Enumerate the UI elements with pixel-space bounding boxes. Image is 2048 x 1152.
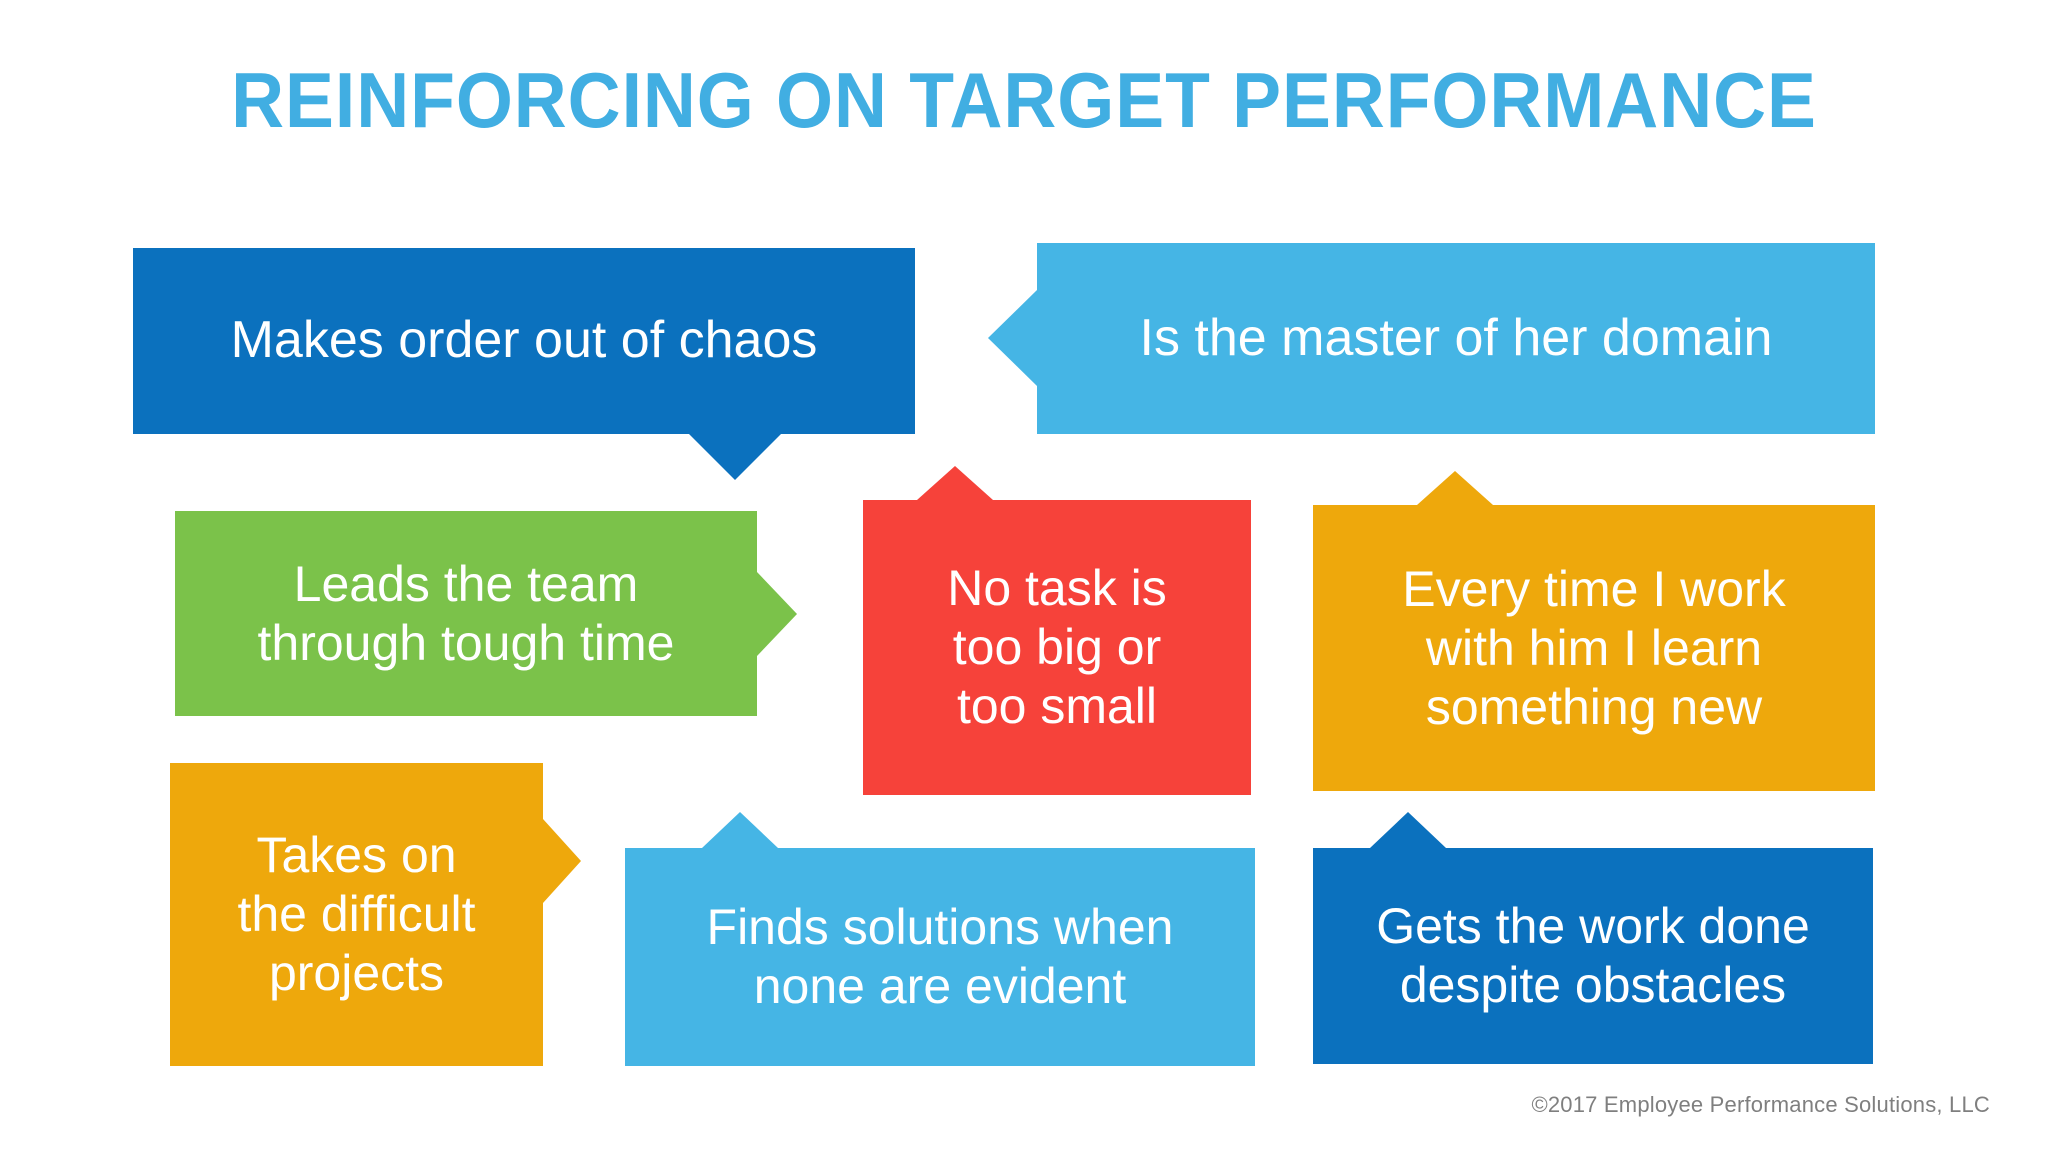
callout-tail-up-icon [1417,471,1493,505]
callout-tail-left-icon [988,290,1037,386]
callout-every-time-i-work-with-him[interactable]: Every time I work with him I learn somet… [1313,471,1875,791]
callout-tail-up-icon [917,466,993,500]
callout-label: Every time I work with him I learn somet… [1402,560,1786,735]
callout-takes-on-the-difficult-projects[interactable]: Takes on the difficult projects [170,763,581,1066]
callout-tail-down-icon [689,434,781,480]
callout-makes-order-out-of-chaos[interactable]: Makes order out of chaos [133,248,915,480]
callout-label: Finds solutions when none are evident [706,899,1174,1014]
callout-is-the-master-of-her-domain[interactable]: Is the master of her domain [988,243,1875,434]
callout-finds-solutions-when-none-are-evident[interactable]: Finds solutions when none are evident [625,812,1255,1066]
callout-gets-the-work-done-despite-obstacles[interactable]: Gets the work done despite obstacles [1313,812,1873,1064]
callout-tail-up-icon [702,812,778,848]
callout-label: Is the master of her domain [1139,308,1773,367]
page-title: REINFORCING ON TARGET PERFORMANCE [231,56,1817,144]
callout-label: Makes order out of chaos [230,311,818,370]
callout-leads-the-team[interactable]: Leads the team through tough time [175,511,797,716]
callout-label: Gets the work done despite obstacles [1376,898,1810,1013]
callout-no-task-is-too-big-or-too-small[interactable]: No task is too big or too small [863,466,1251,795]
copyright-footer: ©2017 Employee Performance Solutions, LL… [1531,1092,1990,1117]
callout-tail-right-icon [543,819,581,903]
callout-tail-right-icon [757,572,797,656]
callout-label: No task is too big or too small [947,560,1167,734]
callout-tail-up-icon [1370,812,1446,848]
callout-label: Leads the team through tough time [257,555,675,671]
callout-label: Takes on the difficult projects [237,827,476,1001]
